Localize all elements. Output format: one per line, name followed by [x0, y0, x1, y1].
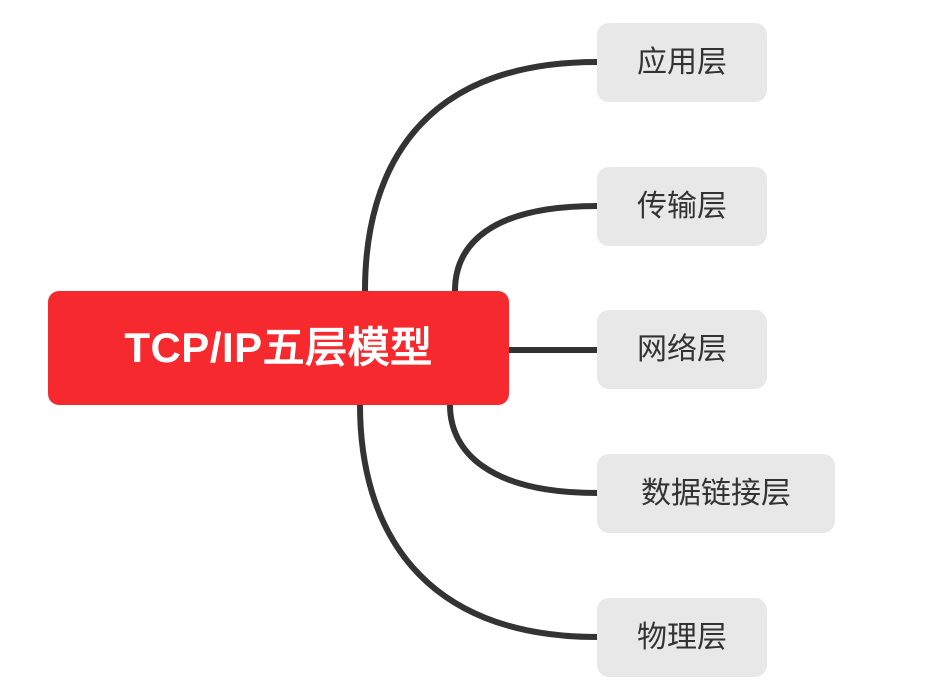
- branch-node-label: 数据链接层: [641, 476, 791, 510]
- branch-node-label: 物理层: [637, 620, 727, 654]
- connector-to-传输层: [452, 203, 598, 292]
- root-node-label: TCP/IP五层模型: [124, 324, 433, 371]
- branch-node-network-layer[interactable]: 网络层: [597, 310, 767, 389]
- connector-to-物理层: [357, 404, 598, 640]
- branch-node-data-link-layer[interactable]: 数据链接层: [597, 454, 835, 533]
- branch-node-label: 网络层: [637, 332, 727, 366]
- root-node[interactable]: TCP/IP五层模型: [48, 291, 509, 405]
- branch-node-transport-layer[interactable]: 传输层: [597, 167, 767, 246]
- branch-node-label: 应用层: [637, 45, 727, 79]
- branch-node-physical-layer[interactable]: 物理层: [597, 598, 767, 677]
- connector-to-应用层: [362, 59, 598, 292]
- connector-to-数据链接层: [447, 404, 598, 496]
- branch-node-label: 传输层: [637, 189, 727, 223]
- branch-node-application-layer[interactable]: 应用层: [597, 23, 767, 102]
